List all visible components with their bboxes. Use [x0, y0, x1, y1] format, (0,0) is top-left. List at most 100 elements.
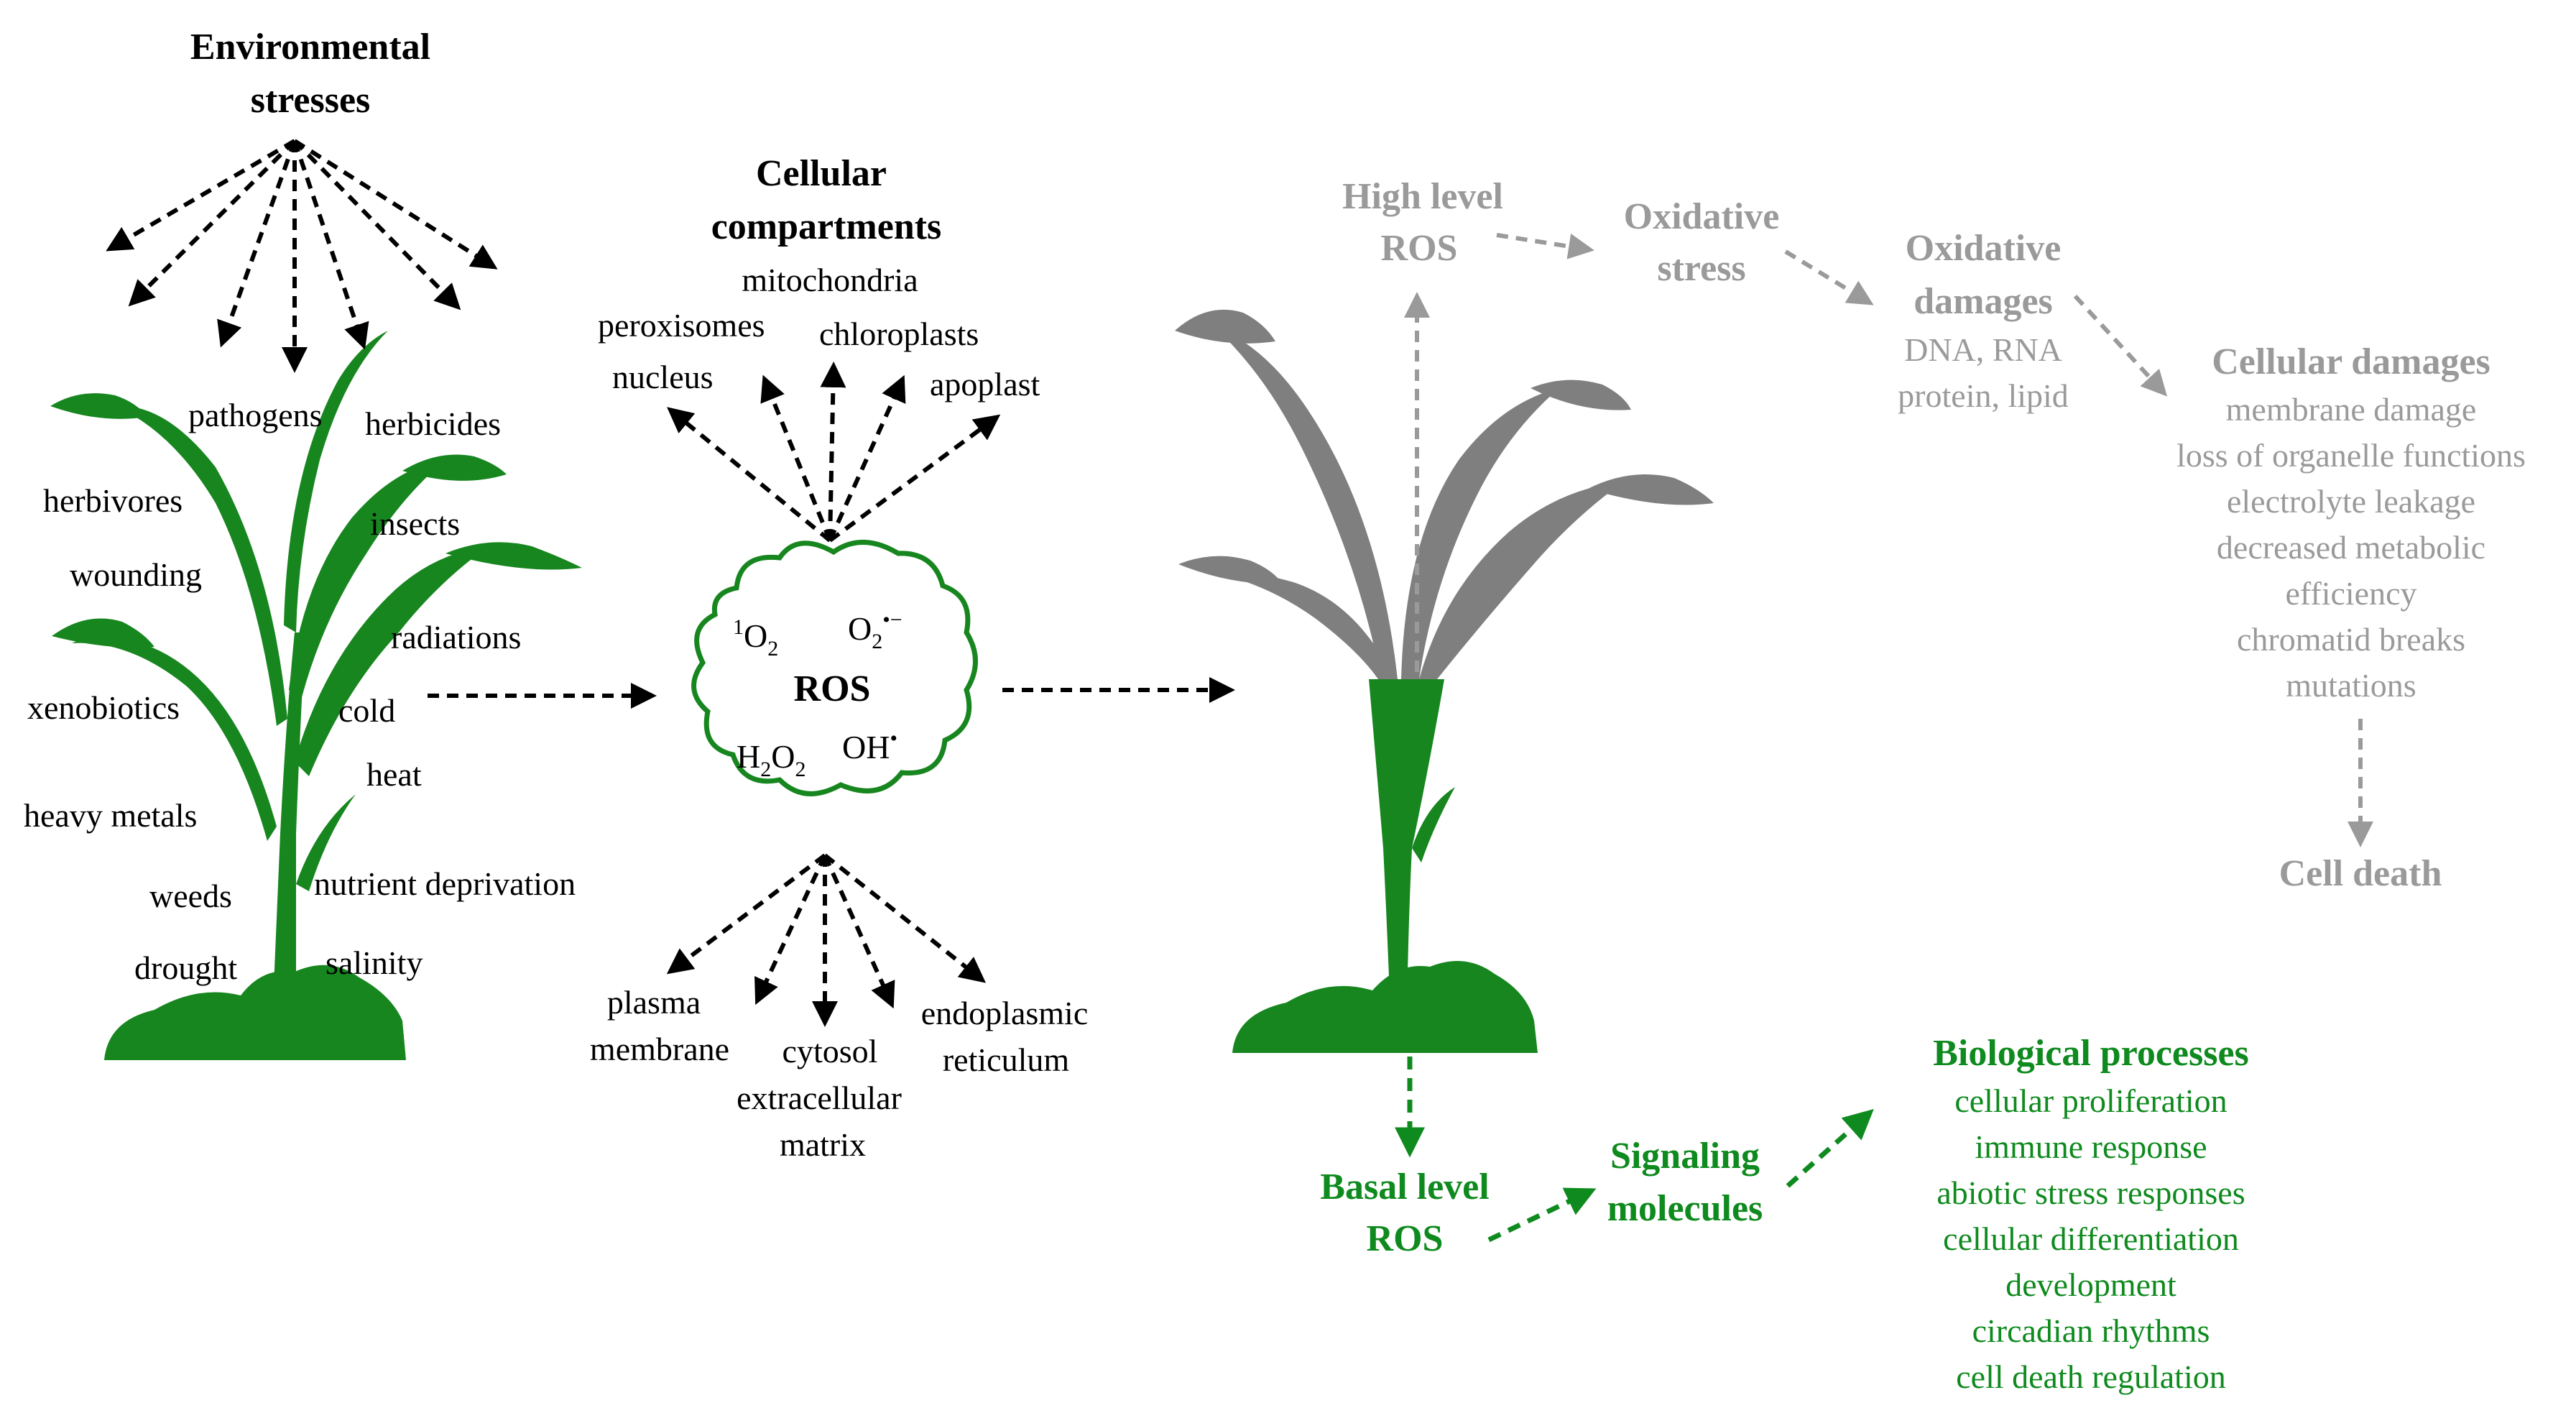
basal-level-title-line2: ROS [1367, 1218, 1444, 1259]
cellular-damage-item: loss of organelle functions [2176, 437, 2526, 474]
compartment-label: peroxisomes [598, 307, 765, 344]
stress-label: weeds [149, 878, 232, 914]
plant-left-leaf [284, 331, 388, 632]
compartment-label: nucleus [612, 359, 714, 395]
high-level-ros-pathway: High level ROS Oxidative stress Oxidativ… [1342, 176, 2526, 894]
signaling-line2: molecules [1607, 1188, 1763, 1229]
stress-label: pathogens [188, 397, 323, 433]
env-arrow [293, 139, 498, 270]
ros-singlet-oxygen: 1O2 [733, 615, 778, 661]
cell-death-label: Cell death [2279, 853, 2442, 894]
cellular-damage-item: chromatid breaks [2237, 621, 2465, 658]
bio-process-item: circadian rhythms [1972, 1312, 2210, 1349]
plant-left-leaf [52, 618, 154, 648]
stressed-plant-illustration [50, 331, 582, 1060]
bio-process-item: cellular differentiation [1943, 1220, 2239, 1257]
bio-process-item: immune response [1975, 1128, 2207, 1165]
plant-left-leaf [115, 405, 287, 726]
compartment-label: extracellular [737, 1080, 902, 1116]
plant-right-leaf [1207, 571, 1394, 679]
plant-right-leaf [1588, 474, 1714, 505]
plant-left-stem [273, 632, 305, 1003]
ros-cloud-outline [691, 540, 978, 796]
ros-cloud: 1O2 O2•− ROS H2O2 OH• [691, 540, 978, 796]
env-arrow [106, 139, 296, 252]
ros-plant-illustration [1175, 309, 1714, 1053]
stress-label: radiations [391, 619, 521, 655]
compartments-title-line2: compartments [711, 206, 942, 247]
bio-process-item: development [2005, 1266, 2176, 1303]
stress-label: heavy metals [24, 797, 197, 834]
plant-right-leaf [1214, 327, 1398, 679]
compartment-arrow [828, 374, 906, 542]
arrow-basal-to-signaling [1487, 1187, 1597, 1243]
cellular-damage-item: membrane damage [2226, 391, 2477, 428]
env-arrow [292, 140, 369, 350]
plant-right-leaf [1412, 787, 1455, 862]
plant-left-leaf [295, 546, 489, 776]
basal-level-title-line1: Basal level [1320, 1167, 1489, 1207]
ros-label: ROS [794, 668, 871, 709]
compartment-label: cytosol [783, 1033, 878, 1069]
stress-label: wounding [70, 556, 202, 593]
compartment-arrow [823, 854, 895, 1009]
cellular-compartments-section: Cellular compartments mitochondria perox… [590, 153, 1088, 1163]
compartment-label: plasma [607, 984, 701, 1021]
env-stress-labels: pathogens herbicides herbivores insects … [24, 397, 576, 986]
cellular-damage-item: mutations [2286, 667, 2416, 704]
ox-damages-targets: DNA, RNA [1904, 331, 2062, 368]
plant-right-lower [1232, 679, 1538, 1053]
env-title-line2: stresses [251, 80, 371, 121]
plant-right-leaf [1531, 379, 1631, 410]
ox-damages-targets: protein, lipid [1898, 377, 2069, 414]
plant-left-ground [104, 965, 406, 1060]
bio-processes-title: Biological processes [1933, 1033, 2249, 1074]
compartment-label: matrix [780, 1126, 866, 1163]
ox-damages-line1: Oxidative [1906, 228, 2062, 269]
compartment-arrow [820, 362, 846, 541]
plant-left-leaf [296, 794, 356, 891]
ox-stress-line2: stress [1657, 248, 1745, 289]
compartment-arrow [760, 374, 832, 542]
compartment-label: endoplasmic [921, 995, 1089, 1031]
bio-process-item: cell death regulation [1956, 1358, 2226, 1395]
plant-left-leaf [402, 454, 507, 481]
plant-right-leaf [1419, 482, 1624, 679]
stress-label: cold [338, 692, 395, 729]
arrow-damages-to-cellular [2073, 294, 2168, 397]
plant-left-leaf [72, 638, 277, 841]
env-title-line1: Environmental [190, 27, 430, 68]
compartment-label: chloroplasts [819, 316, 979, 352]
stress-label: herbicides [365, 405, 501, 442]
cellular-damage-item: decreased metabolic [2217, 529, 2485, 566]
ros-superoxide: O2•− [848, 608, 902, 653]
compartment-arrow [828, 414, 1001, 543]
stress-label: drought [134, 949, 237, 986]
plant-left-leaf [446, 542, 582, 570]
stress-label: insects [370, 505, 460, 542]
bio-process-item: cellular proliferation [1954, 1082, 2227, 1119]
compartment-arrow [666, 853, 826, 975]
env-arrows [106, 139, 498, 373]
cellular-damage-item: electrolyte leakage [2227, 483, 2475, 520]
signaling-line1: Signaling [1610, 1136, 1760, 1177]
ros-hydroxyl-radical: OH• [842, 727, 897, 765]
environmental-stresses-section: Environmental stresses pathogens herbici… [24, 27, 576, 986]
plant-right-upper [1175, 309, 1714, 679]
cellular-damage-item: efficiency [2285, 575, 2416, 612]
plant-left-leaf [289, 460, 446, 697]
high-level-title-line1: High level [1342, 176, 1503, 217]
compartment-arrows-bottom [666, 853, 987, 1027]
ox-damages-line2: damages [1913, 281, 2053, 322]
plant-right-stem [1369, 679, 1444, 1013]
stress-label: herbivores [43, 482, 183, 519]
bio-process-item: abiotic stress responses [1936, 1174, 2245, 1211]
compartment-arrow [823, 853, 987, 983]
plant-left-leaf [50, 393, 147, 419]
compartment-arrow [754, 854, 827, 1006]
stress-label: heat [366, 756, 422, 793]
ox-stress-line1: Oxidative [1624, 196, 1780, 237]
compartment-arrows-top [667, 362, 1001, 543]
arrow-signaling-to-bio [1786, 1109, 1874, 1188]
